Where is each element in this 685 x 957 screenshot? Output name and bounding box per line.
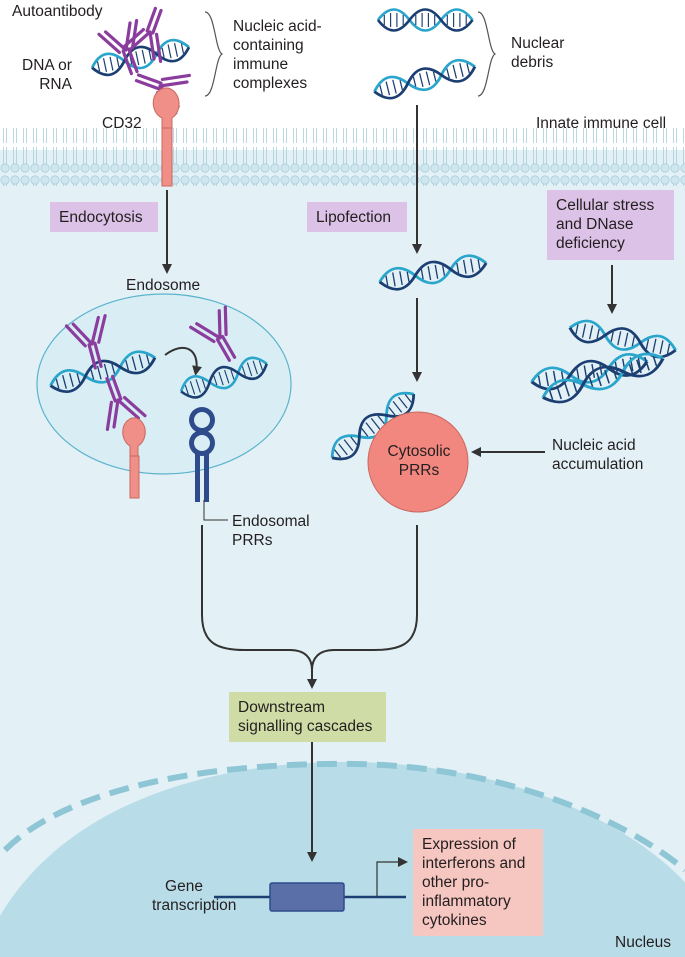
- label-cd32: CD32: [102, 115, 142, 132]
- label-dna-or-rna: DNA or RNA: [22, 57, 72, 93]
- label-innate-immune-cell: Innate immune cell: [536, 115, 667, 132]
- cd32-receptor-icon: [161, 127, 173, 187]
- label-nuclear-debris: Nuclear debris: [511, 35, 565, 71]
- lipofection-box: Lipofection: [307, 202, 407, 232]
- label-autoantibody: Autoantibody: [12, 3, 103, 20]
- label-nucleic-acid-accumulation: Nucleic acid accumulation: [552, 437, 644, 473]
- label-immune-complexes: Nucleic acid- containing immune complexe…: [233, 18, 322, 92]
- label-endosomal-prrs: Endosomal PRRs: [232, 513, 310, 549]
- plasma-membrane: [0, 128, 685, 186]
- nuclear-envelope: [2, 760, 685, 873]
- label-cytosolic-prrs: Cytosolic PRRs: [387, 443, 451, 479]
- endosome: [36, 293, 292, 475]
- expression-box: Expression of interferons and other pro-…: [413, 829, 543, 936]
- dna-icon: [376, 8, 474, 32]
- cytosolic-prr-icon: [367, 411, 469, 513]
- label-endosome: Endosome: [126, 277, 201, 294]
- endocytosis-box: Endocytosis: [50, 202, 158, 232]
- label-nucleus: Nucleus: [615, 934, 671, 951]
- endosomal-prr-icon: [189, 407, 215, 502]
- cellular-stress-box: Cellular stress and DNase deficiency: [547, 190, 674, 260]
- downstream-box: Downstream signalling cascades: [229, 692, 386, 742]
- label-gene-transcription: Gene transcription: [152, 878, 237, 914]
- gene-icon: [269, 882, 345, 912]
